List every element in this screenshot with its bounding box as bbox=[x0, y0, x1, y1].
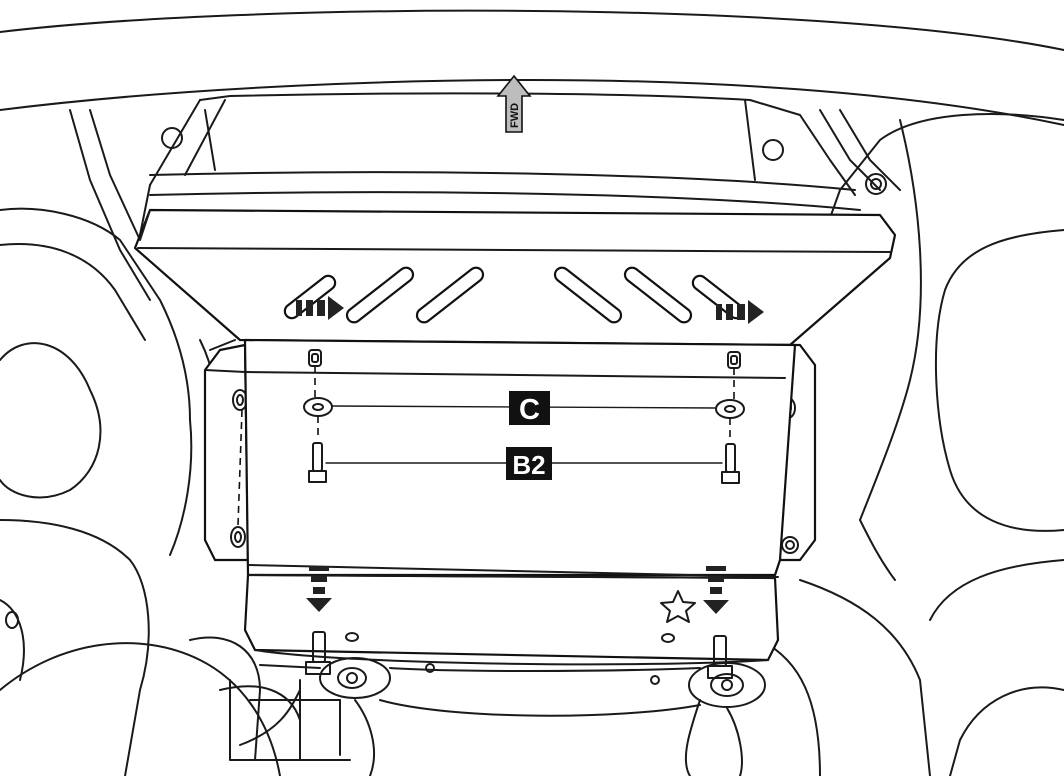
bolt-icon bbox=[305, 631, 331, 675]
direction-arrow-icon bbox=[703, 566, 729, 614]
direction-arrow-icon bbox=[716, 300, 764, 324]
lower-structure bbox=[229, 679, 743, 776]
upper-crossmember bbox=[149, 92, 861, 211]
bolt-icon bbox=[308, 442, 327, 483]
forward-arrow-icon: FWD bbox=[496, 74, 532, 133]
forward-label: FWD bbox=[509, 103, 521, 128]
bolt-icon bbox=[707, 635, 733, 679]
direction-arrow-icon bbox=[296, 296, 344, 320]
callout-b2-label: B2 bbox=[512, 450, 545, 480]
callout-c-label: C bbox=[519, 394, 540, 426]
bolt-icon bbox=[721, 443, 740, 484]
upper-skid-plate bbox=[133, 208, 897, 347]
bumper-outline bbox=[0, 9, 1064, 126]
vent-slots bbox=[283, 266, 745, 324]
right-mount bbox=[425, 662, 766, 708]
callout-b2: B2 bbox=[506, 447, 552, 480]
lower-skid-plate bbox=[243, 573, 780, 666]
left-mount bbox=[259, 657, 701, 699]
direction-arrow-icon bbox=[306, 566, 332, 612]
callout-c: C bbox=[509, 391, 550, 426]
star-icon bbox=[660, 590, 696, 623]
